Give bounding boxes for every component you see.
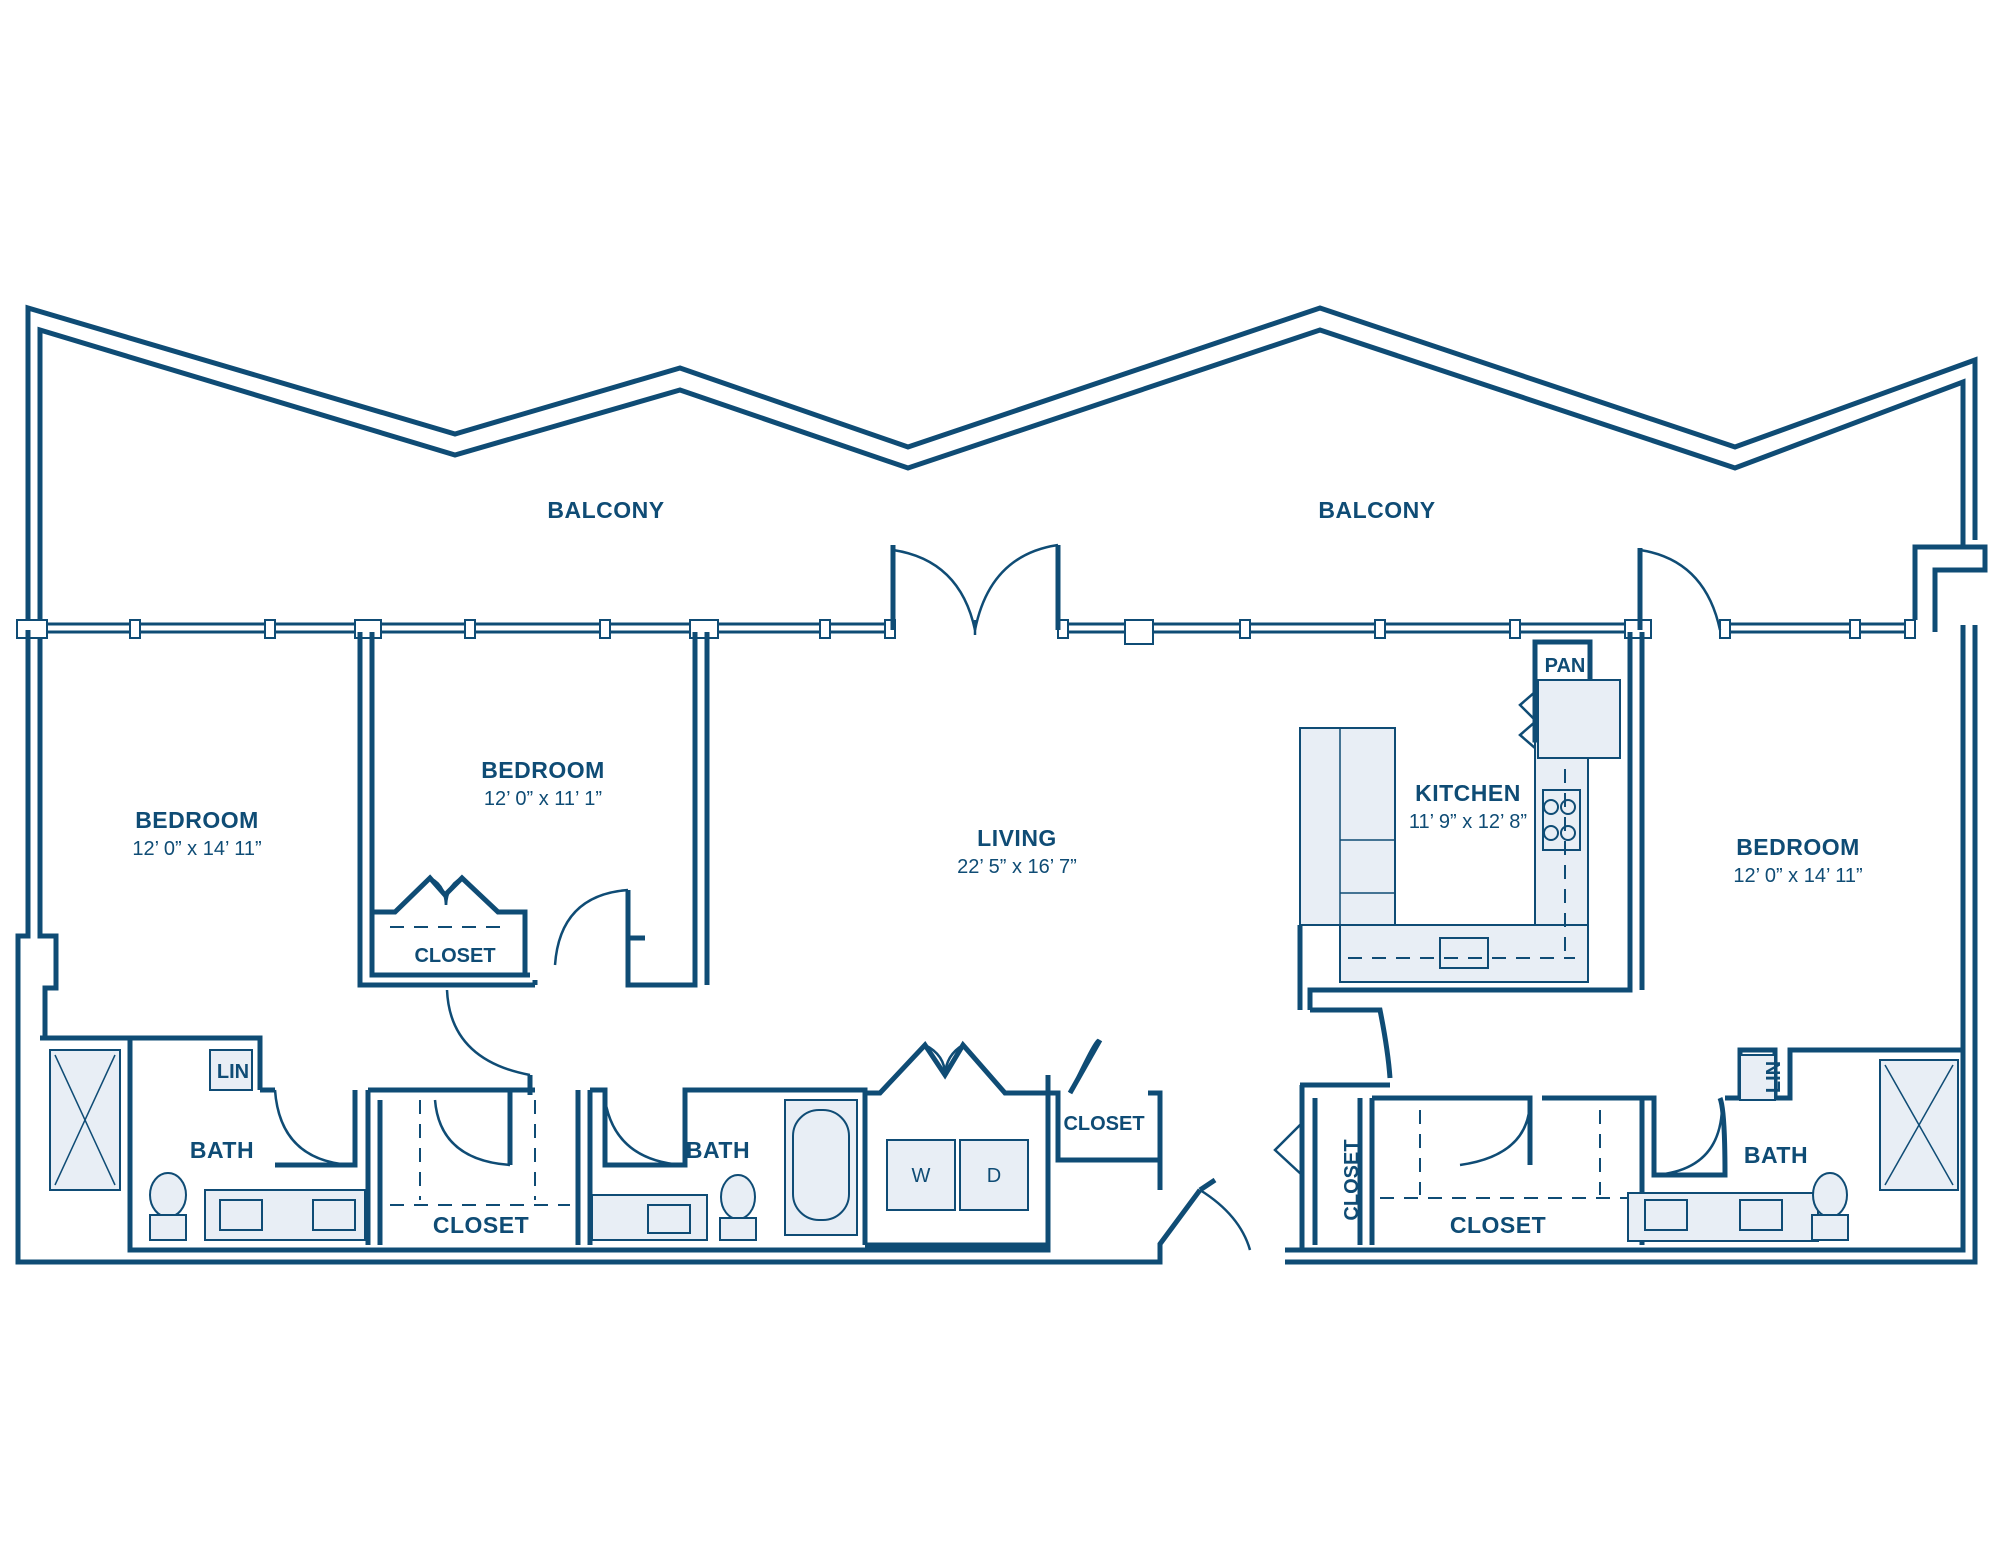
label-closet-bedroom-2: CLOSET bbox=[414, 945, 495, 967]
bath-3 bbox=[1627, 1047, 1963, 1242]
label-pantry: PAN bbox=[1545, 655, 1586, 677]
patio-door-living bbox=[890, 543, 1061, 635]
exterior-walls bbox=[15, 544, 1988, 1265]
label-closet-walk-1: CLOSET bbox=[433, 1212, 529, 1238]
closet-bedroom-2 bbox=[369, 874, 528, 975]
dim-kitchen: 11’ 9” x 12’ 8” bbox=[1409, 811, 1527, 833]
label-bath-1: BATH bbox=[190, 1137, 254, 1163]
balcony-outline bbox=[25, 304, 1978, 624]
entry-door bbox=[1198, 1177, 1252, 1251]
label-bedroom-1: BEDROOM bbox=[135, 807, 259, 833]
label-linen-right: LIN bbox=[1763, 1061, 1785, 1093]
dim-living: 22’ 5” x 16’ 7” bbox=[957, 856, 1077, 878]
dim-bedroom-3: 12’ 0” x 14’ 11” bbox=[1733, 865, 1862, 887]
bath-2 bbox=[587, 1087, 868, 1245]
label-closet-walk-3: CLOSET bbox=[1450, 1212, 1546, 1238]
patio-door-bedroom-3 bbox=[1637, 548, 1722, 631]
label-closet-entry: CLOSET bbox=[1341, 1139, 1363, 1220]
dryer-label: D bbox=[987, 1165, 1001, 1187]
center-walls bbox=[445, 980, 538, 1095]
bath-1 bbox=[49, 1049, 371, 1245]
right-wing-walls bbox=[1273, 1007, 1645, 1250]
bedroom-1 bbox=[40, 1035, 275, 1093]
dim-bedroom-1: 12’ 0” x 14’ 11” bbox=[132, 838, 261, 860]
label-bath-3: BATH bbox=[1744, 1142, 1808, 1168]
laundry: W D bbox=[865, 1040, 1048, 1248]
kitchen bbox=[1297, 632, 1645, 1010]
closet-walk-1 bbox=[368, 1087, 581, 1245]
label-bath-2: BATH bbox=[686, 1137, 750, 1163]
label-living: LIVING bbox=[977, 825, 1057, 851]
label-linen-left: LIN bbox=[217, 1061, 249, 1083]
label-balcony-left: BALCONY bbox=[547, 497, 664, 523]
dim-bedroom-2: 12’ 0” x 11’ 1” bbox=[484, 788, 602, 810]
closet-hall bbox=[1048, 1038, 1163, 1190]
label-bedroom-3: BEDROOM bbox=[1736, 834, 1860, 860]
label-bedroom-2: BEDROOM bbox=[481, 757, 605, 783]
label-balcony-right: BALCONY bbox=[1318, 497, 1435, 523]
room-labels: BALCONY BALCONY BEDROOM 12’ 0” x 14’ 11”… bbox=[132, 497, 1862, 1238]
washer-label: W bbox=[912, 1165, 931, 1187]
label-closet-hall: CLOSET bbox=[1063, 1113, 1144, 1135]
label-kitchen: KITCHEN bbox=[1415, 780, 1521, 806]
